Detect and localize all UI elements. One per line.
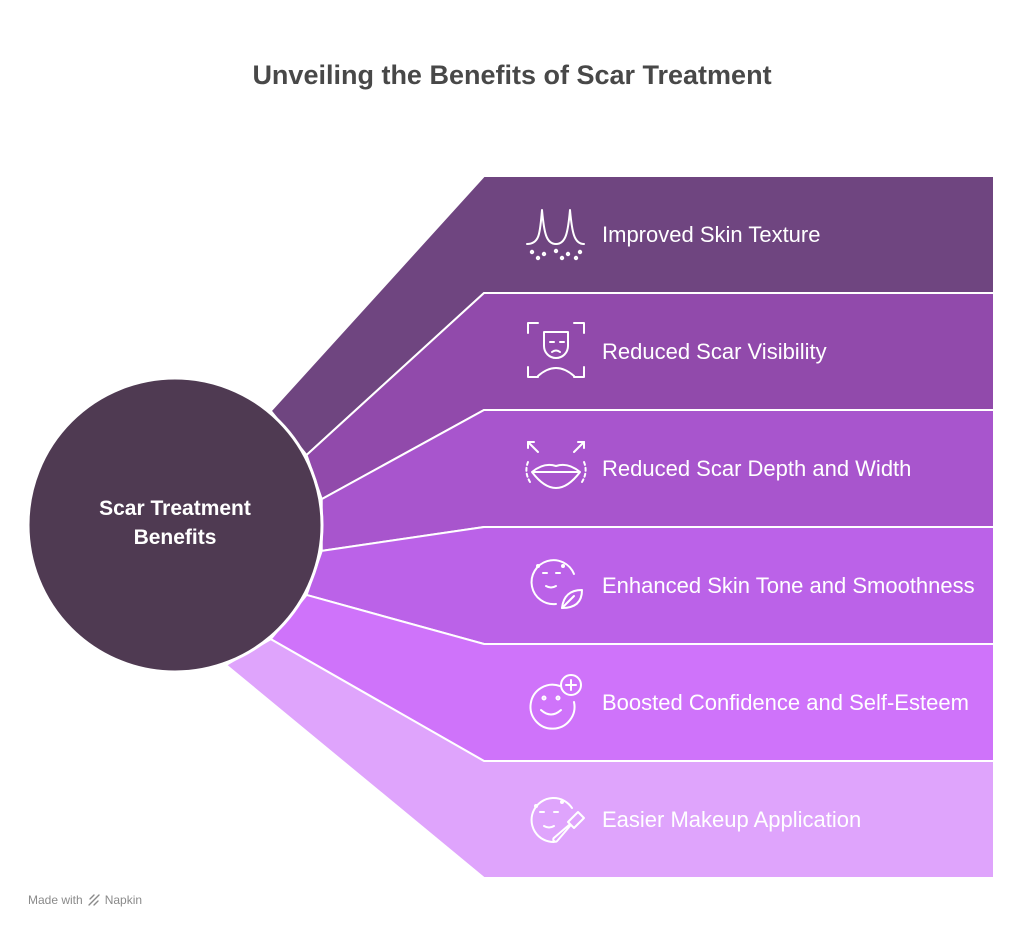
face-scan-icon — [527, 322, 585, 378]
lips-expand-icon — [525, 441, 587, 489]
benefit-band — [224, 637, 995, 879]
hub-circle — [26, 376, 324, 674]
benefit-label: Easier Makeup Application — [602, 807, 862, 832]
benefit-label: Boosted Confidence and Self-Esteem — [602, 690, 969, 715]
benefit-label: Improved Skin Texture — [602, 222, 821, 247]
footer: Made with Napkin — [28, 893, 142, 907]
benefit-label: Enhanced Skin Tone and Smoothness — [602, 573, 975, 598]
napkin-logo-icon — [88, 894, 100, 906]
footer-brand: Napkin — [104, 893, 143, 907]
face-leaf-icon — [530, 559, 583, 609]
page-title: Unveiling the Benefits of Scar Treatment — [252, 60, 772, 90]
benefit-label: Reduced Scar Depth and Width — [602, 456, 912, 481]
benefit-label: Reduced Scar Visibility — [602, 339, 827, 364]
smile-plus-icon — [529, 674, 582, 730]
hub-label: Scar Treatment Benefits — [99, 497, 251, 549]
makeup-brush-icon — [530, 797, 585, 844]
footer-text: Made with — [28, 893, 83, 907]
skin-texture-icon — [526, 209, 585, 261]
